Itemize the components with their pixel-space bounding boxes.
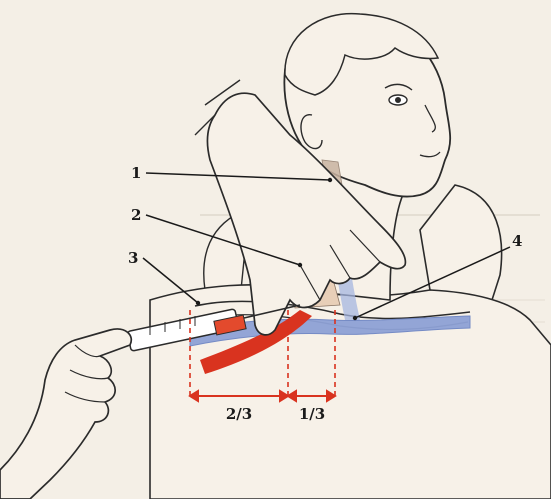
- callout-1: 1: [131, 164, 141, 182]
- injecting-hand: [0, 329, 131, 499]
- callout-2: 2: [131, 206, 141, 224]
- measure-right-label: 1/3: [299, 405, 325, 423]
- pupil: [395, 97, 401, 103]
- callout-3: 3: [128, 249, 138, 267]
- callout-4: 4: [512, 232, 522, 250]
- measure-left-label: 2/3: [226, 405, 252, 423]
